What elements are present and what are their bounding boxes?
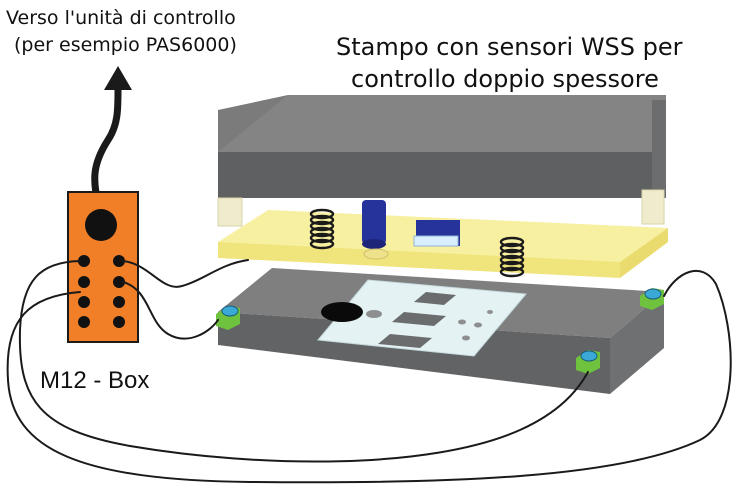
arrow-up-icon (104, 66, 132, 90)
sensor-left-head (221, 305, 239, 317)
spring-right (499, 236, 525, 278)
die-insert-opening-1 (414, 292, 456, 305)
m12-box-cable-gland (85, 209, 117, 241)
cable-to-sensor-left-a (122, 281, 219, 340)
control-unit-label-line-1: Verso l'unità di controllo (6, 7, 236, 29)
m12-port-1 (78, 255, 90, 267)
m12-port-4 (113, 276, 125, 288)
guide-pillar-right (641, 189, 665, 225)
m12-port-6 (113, 296, 125, 308)
die-insert-opening-3 (378, 334, 432, 348)
punch-round-hole (363, 248, 389, 260)
m12-port-7 (78, 316, 90, 328)
m12-box-label: M12 - Box (40, 367, 150, 394)
sensor-front-head (580, 350, 598, 362)
die-insert (317, 279, 527, 357)
lower-plate-front-face (218, 312, 610, 394)
control-unit-label-line-2: (per esempio PAS6000) (14, 34, 237, 56)
upper-plate-front-face (218, 152, 666, 198)
sensor-front (576, 350, 600, 374)
diagram-title-line-1: Stampo con sensori WSS per (336, 33, 683, 61)
die-insert-opening-2 (392, 312, 446, 326)
punch-round-tip (362, 239, 386, 249)
die-insert-hole-5 (487, 310, 493, 314)
punch-rect-hole (413, 235, 459, 247)
m12-box (67, 191, 139, 343)
upper-plate-top-bevel (218, 95, 666, 152)
sensor-left (216, 305, 240, 330)
m12-port-5 (78, 296, 90, 308)
upper-die-plate (218, 95, 666, 198)
stripper-plate-right-face (620, 228, 668, 278)
m12-port-8 (113, 316, 125, 328)
die-insert-hole-2 (458, 319, 466, 325)
lower-plate-right-face (610, 292, 664, 394)
cable-to-sensor-right (6, 269, 732, 484)
punch-round (362, 200, 386, 244)
spring-left (309, 208, 335, 250)
sensor-right (640, 288, 664, 310)
cable-to-control-unit (91, 86, 122, 216)
die-insert-hole-4 (462, 335, 470, 341)
die-insert-hole-3 (474, 322, 482, 328)
m12-port-3 (78, 276, 90, 288)
upper-plate-right-face (652, 100, 666, 198)
m12-port-2 (113, 255, 125, 267)
die-insert-hole-1 (366, 310, 382, 318)
cable-to-stripper-plate (122, 259, 249, 288)
sensor-right-head (644, 288, 662, 300)
diagram-title-line-2: controllo doppio spessore (351, 65, 659, 93)
cable-to-sensor-front (18, 260, 589, 463)
die-round-opening (321, 302, 363, 322)
guide-pillar-left (217, 197, 243, 227)
